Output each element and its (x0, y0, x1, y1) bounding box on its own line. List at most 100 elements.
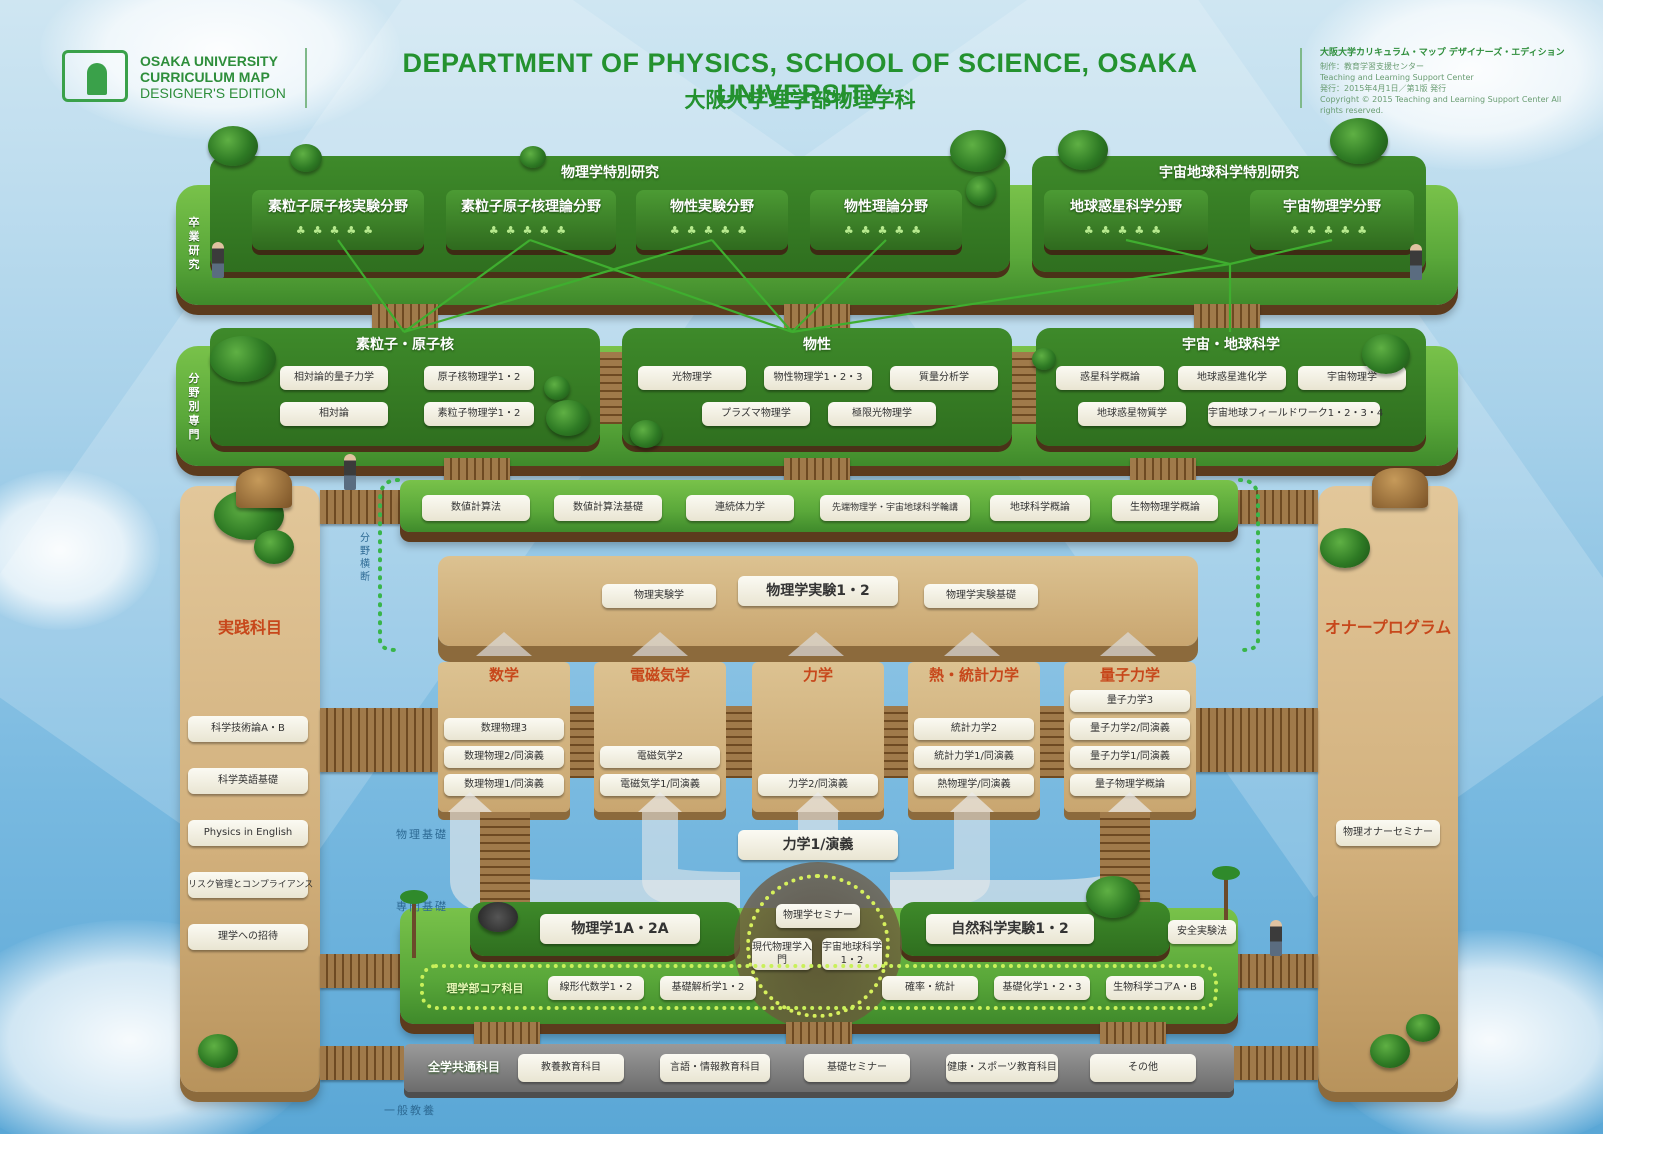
course-liberal-arts[interactable]: 教養教育科目 (518, 1054, 624, 1082)
wooden-bridge (444, 458, 510, 484)
course-quantum-2[interactable]: 量子力学2/同演義 (1070, 718, 1190, 740)
column-title: 量子力学 (1099, 666, 1160, 684)
wooden-bridge (372, 304, 438, 330)
course-science-english[interactable]: 科学英語基礎 (188, 768, 308, 794)
tree-icon (1370, 1034, 1410, 1068)
course-mechanics-2[interactable]: 力学2/同演義 (758, 774, 878, 796)
course-biophysics[interactable]: 生物物理学概論 (1112, 495, 1218, 521)
core-subjects-label: 理学部コア科目 (446, 982, 524, 995)
course-planetary-evolution[interactable]: 地球惑星進化学 (1178, 366, 1286, 390)
tree-icon (478, 902, 518, 932)
tree-icon (546, 400, 590, 436)
condensed-matter-title: 物性 (803, 337, 831, 353)
course-thermal-physics[interactable]: 熱物理学/同演義 (914, 774, 1034, 796)
bridge-connector (570, 706, 594, 778)
course-plasma-physics[interactable]: プラズマ物理学 (702, 402, 810, 426)
tree-icon (544, 376, 570, 400)
course-quantum-1[interactable]: 量子力学1/同演義 (1070, 746, 1190, 768)
seminar-ring (746, 874, 890, 1018)
lab-earth-planetary[interactable]: 地球惑星科学分野♣♣♣♣♣ (1044, 190, 1208, 250)
course-language-info[interactable]: 言語・情報教育科目 (660, 1054, 770, 1082)
course-science-invitation[interactable]: 理学への招待 (188, 924, 308, 950)
course-experimental-physics[interactable]: 物理実験学 (602, 584, 716, 608)
course-fieldwork[interactable]: 宇宙地球フィールドワーク1・2・3・4 (1208, 402, 1383, 426)
course-statistical-mechanics-2[interactable]: 統計力学2 (914, 718, 1034, 740)
course-optical-physics[interactable]: 光物理学 (638, 366, 746, 390)
course-probability-statistics[interactable]: 確率・統計 (882, 976, 978, 1000)
lab-condensed-theory[interactable]: 物性理論分野♣♣♣♣♣ (810, 190, 962, 250)
course-bioscience-core[interactable]: 生物科学コアA・B (1106, 976, 1204, 1000)
general-education-label: 全学共通科目 (427, 1060, 500, 1074)
tree-icon (630, 420, 662, 448)
palm-tree-icon (1212, 866, 1240, 920)
course-math-physics-3[interactable]: 数理物理3 (444, 718, 564, 740)
lab-label: 物性実験分野 (670, 199, 754, 215)
course-physics-lab[interactable]: 物理学実験1・2 (738, 576, 898, 606)
course-linear-algebra[interactable]: 線形代数学1・2 (548, 976, 644, 1000)
info-line: 発行：2015年4月1日／第1版 発行 (1320, 84, 1447, 93)
particle-nuclear-field: 素粒子・原子核 (210, 328, 600, 446)
course-safety-lab[interactable]: 安全実験法 (1168, 920, 1236, 944)
tree-icon (1058, 130, 1108, 170)
course-numerical-basics[interactable]: 数値計算法基礎 (554, 495, 662, 521)
wooden-bridge (320, 954, 404, 988)
course-math-physics-1[interactable]: 数理物理1/同演義 (444, 774, 564, 796)
course-science-technology[interactable]: 科学技術論A・B (188, 716, 308, 742)
course-quantum-3[interactable]: 量子力学3 (1070, 690, 1190, 712)
wooden-bridge (786, 1022, 852, 1044)
up-arrow-icon (1100, 632, 1156, 656)
student-icons: ♣♣♣♣♣ (669, 224, 755, 237)
lab-label: 地球惑星科学分野 (1070, 199, 1182, 215)
student-icons: ♣♣♣♣♣ (1289, 224, 1375, 237)
course-risk-compliance[interactable]: リスク管理とコンプライアンス (188, 872, 313, 898)
course-math-physics-2[interactable]: 数理物理2/同演義 (444, 746, 564, 768)
tree-icon (1362, 334, 1410, 374)
course-mechanics-1[interactable]: 力学1/演義 (738, 830, 898, 860)
space-special-research-title: 宇宙地球科学特別研究 (1159, 165, 1299, 181)
course-basic-chemistry[interactable]: 基礎化学1・2・3 (994, 976, 1090, 1000)
course-natural-science-lab[interactable]: 自然科学実験1・2 (926, 914, 1094, 944)
lab-astrophysics[interactable]: 宇宙物理学分野♣♣♣♣♣ (1250, 190, 1414, 250)
course-em-1[interactable]: 電磁気学1/同演義 (600, 774, 720, 796)
lab-label: 素粒子原子核実験分野 (268, 199, 408, 215)
course-planetary-materials[interactable]: 地球惑星物質学 (1078, 402, 1186, 426)
lab-particle-experiment[interactable]: 素粒子原子核実験分野♣♣♣♣♣ (252, 190, 424, 250)
course-mass-spectrometry[interactable]: 質量分析学 (890, 366, 998, 390)
practice-title: 実践科目 (217, 618, 282, 637)
course-planetary-intro[interactable]: 惑星科学概論 (1056, 366, 1164, 390)
course-physics-seminar[interactable]: 物理学セミナー (776, 904, 860, 928)
course-quantum-intro[interactable]: 量子物理学概論 (1070, 774, 1190, 796)
label-graduation-research: 卒業研究 (188, 216, 200, 271)
bridge-connector (600, 352, 622, 424)
course-advanced-colloquium[interactable]: 先端物理学・宇宙地球科学輪講 (820, 495, 970, 521)
course-physics-lab-basics[interactable]: 物理学実験基礎 (924, 584, 1038, 608)
header-divider (1300, 48, 1302, 108)
course-earth-science[interactable]: 地球科学概論 (990, 495, 1090, 521)
course-basic-seminar[interactable]: 基礎セミナー (804, 1054, 910, 1082)
course-nuclear-physics[interactable]: 原子核物理学1・2 (424, 366, 534, 390)
lab-particle-theory[interactable]: 素粒子原子核理論分野♣♣♣♣♣ (446, 190, 616, 250)
course-particle-physics[interactable]: 素粒子物理学1・2 (424, 402, 534, 426)
course-relativistic-qm[interactable]: 相対論的量子力学 (280, 366, 388, 390)
wooden-bridge (320, 490, 404, 524)
course-basic-analysis[interactable]: 基礎解析学1・2 (660, 976, 756, 1000)
course-physics-english[interactable]: Physics in English (188, 820, 308, 846)
course-relativity[interactable]: 相対論 (280, 402, 388, 426)
course-others[interactable]: その他 (1090, 1054, 1196, 1082)
course-extreme-optics[interactable]: 極限光物理学 (828, 402, 936, 426)
up-arrow-icon (944, 632, 1000, 656)
up-arrow-icon (788, 632, 844, 656)
course-statistical-mechanics-1[interactable]: 統計力学1/同演義 (914, 746, 1034, 768)
course-numerical-methods[interactable]: 数値計算法 (422, 495, 530, 521)
course-health-sports[interactable]: 健康・スポーツ教育科目 (946, 1054, 1058, 1082)
bridge-connector (726, 706, 752, 778)
course-physics-1a-2a[interactable]: 物理学1A・2A (540, 914, 700, 944)
course-honors-seminar[interactable]: 物理オナーセミナー (1336, 820, 1440, 846)
course-em-2[interactable]: 電磁気学2 (600, 746, 720, 768)
lab-label: 物性理論分野 (844, 199, 928, 215)
header-divider (305, 48, 307, 108)
course-continuum-mechanics[interactable]: 連続体力学 (686, 495, 794, 521)
course-condensed-physics[interactable]: 物性物理学1・2・3 (764, 366, 872, 390)
tree-icon (1086, 876, 1140, 918)
lab-condensed-experiment[interactable]: 物性実験分野 ♣♣♣♣♣ (636, 190, 788, 250)
